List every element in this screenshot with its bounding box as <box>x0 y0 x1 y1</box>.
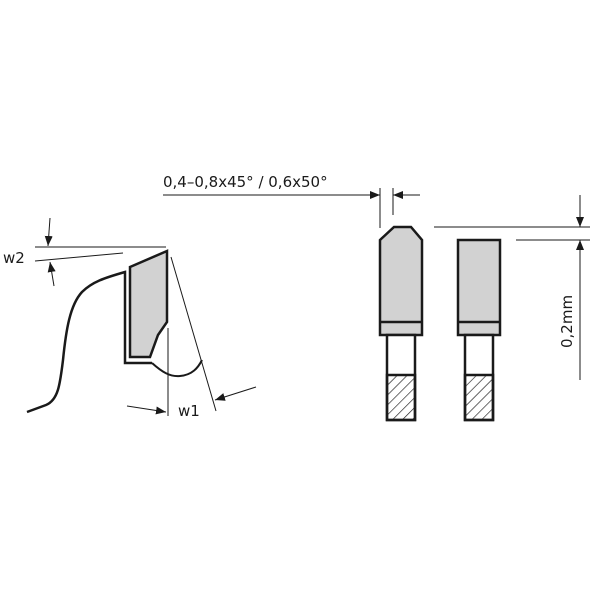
w1-arrow-left <box>214 386 257 401</box>
tooth-body-outline <box>26 270 152 414</box>
w2-ref-line-bottom <box>34 252 124 262</box>
height-dimension <box>434 195 590 380</box>
carbide-tip <box>128 249 169 359</box>
chamfered-tip <box>378 225 424 337</box>
front-view <box>378 225 502 422</box>
w1-arrow-right <box>126 405 167 415</box>
w2-label: w2 <box>3 249 25 267</box>
w1-ref-slanted <box>170 256 217 412</box>
side-view <box>26 217 257 416</box>
w1-label: w1 <box>178 402 200 420</box>
chamfer-dimension <box>163 188 420 228</box>
flat-shank-hatch <box>463 373 495 422</box>
gullet-arc <box>151 359 203 378</box>
height-label: 0,2mm <box>558 295 576 348</box>
w2-arrow-down <box>44 217 53 247</box>
w2-arrow-up <box>47 261 56 287</box>
chamfer-label: 0,4–0,8x45° / 0,6x50° <box>163 173 328 191</box>
chamfered-shank-hatch <box>385 373 417 422</box>
